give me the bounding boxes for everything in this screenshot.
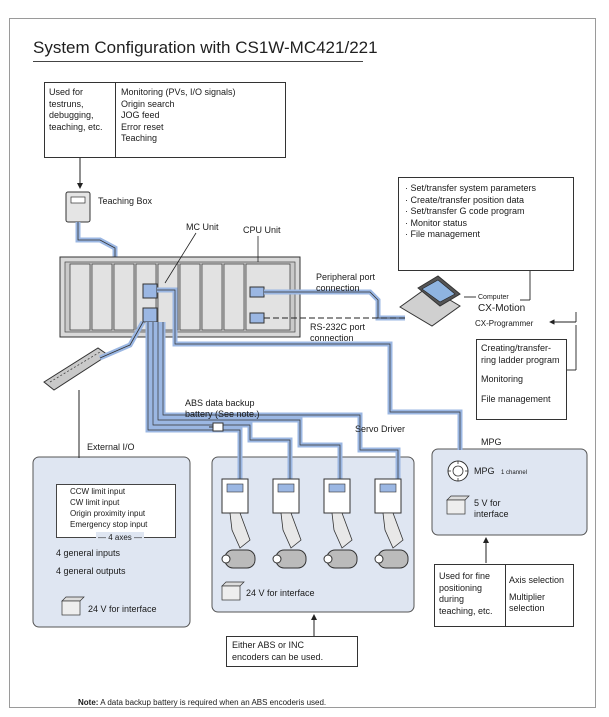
mc-unit-leader [164, 232, 197, 284]
peripheral-port-line: Peripheral port [316, 272, 376, 282]
rs232c-port-line: connection [310, 333, 354, 343]
teaching-function-line: Origin search [121, 98, 175, 109]
teaching-function-line: Error reset [121, 121, 164, 132]
teaching-use-line: debugging, [49, 110, 94, 120]
teaching-function-line: JOG feed [121, 110, 160, 120]
teaching-box-label: Teaching Box [98, 196, 153, 206]
encoder-note-box: Either ABS or INC encoders can be used. [226, 636, 358, 667]
teaching-use-line: testruns, [49, 98, 84, 109]
abs-battery-line: ABS data backup [185, 398, 255, 408]
peripheral-port-label: Peripheral port connection [316, 272, 375, 294]
external-io-connector [43, 347, 109, 391]
cx-programmer-functions-box: Creating/transfer- ring ladder program M… [476, 339, 567, 420]
computer-function-line: File management [405, 229, 567, 241]
mpg-selection-line: Axis selection [509, 575, 565, 585]
peripheral-port-line: connection [316, 283, 360, 293]
mc-unit-port-bottom [142, 307, 158, 323]
mpg-selection-list: Axis selection Multiplier selection [509, 575, 564, 615]
abs-battery-label: ABS data backup battery (See note.) [185, 398, 260, 420]
io-input-list: CCW limit input CW limit input Origin pr… [70, 486, 147, 530]
cx-programmer-function-line: ring ladder program [481, 354, 560, 365]
mpg-use-line: Used for fine [439, 571, 491, 581]
mpg-power-line: interface [474, 509, 509, 519]
io-axes-label: — 4 axes — [96, 532, 145, 543]
servo-driver-panel [211, 456, 415, 613]
teaching-use-line: teaching, etc. [49, 121, 103, 132]
mpg-name: MPG 1 channel [474, 466, 527, 479]
mpg-panel [431, 448, 588, 536]
mpg-uses-box: Used for fine positioning during teachin… [434, 564, 574, 627]
cpu-unit-label: CPU Unit [243, 225, 281, 235]
teaching-use-line: Used for [49, 87, 84, 97]
teaching-box-info: Used for testruns, debugging, teaching, … [44, 82, 286, 158]
computer-function-line: Set/transfer system parameters [405, 183, 567, 195]
footnote-text: A data backup battery is required when a… [98, 698, 327, 707]
cx-programmer-function-line: File management [481, 393, 551, 404]
mpg-dial-icon [447, 460, 469, 482]
servo-driver-label: Servo Driver [355, 424, 406, 434]
teaching-function-line: Teaching [121, 133, 158, 143]
general-outputs-label: 4 general outputs [56, 566, 126, 576]
io-inputs-box [56, 484, 176, 538]
mpg-power-label: 5 V for interface [474, 498, 509, 520]
cx-programmer-function-line: Monitoring [481, 374, 524, 384]
external-io-label: External I/O [87, 442, 135, 452]
cx-motion-label: CX-Motion [478, 303, 526, 314]
teaching-box-device [65, 191, 91, 223]
computer-function-line: Create/transfer position data [405, 195, 567, 207]
computer-functions-box: Set/transfer system parameters Create/tr… [398, 177, 574, 271]
servo-power-supply-icon [221, 581, 245, 601]
mpg-section-label: MPG [481, 437, 502, 447]
mpg-uses-list: Used for fine positioning during teachin… [439, 571, 493, 617]
mpg-power-supply-icon [446, 495, 470, 515]
servo-power-label: 24 V for interface [246, 588, 315, 598]
computer-function-line: Monitor status [405, 218, 567, 230]
encoder-note-line: encoders can be used. [232, 651, 324, 662]
backup-battery [212, 422, 224, 432]
mpg-use-line: positioning [439, 582, 483, 593]
cpu-peripheral-port [249, 286, 265, 298]
page-title: System Configuration with CS1W-MC421/221 [33, 38, 378, 57]
computer-laptop [399, 275, 461, 327]
mpg-name-text: MPG [474, 466, 495, 476]
io-input-item: CCW limit input [70, 487, 126, 496]
teaching-function-line: Monitoring (PVs, I/O signals) [121, 87, 236, 97]
mpg-uses-divider [505, 565, 506, 626]
teaching-uses: Used for testruns, debugging, teaching, … [49, 87, 103, 133]
io-power-supply-icon [61, 596, 85, 616]
servo-drivers [221, 478, 409, 569]
footnote-label: Note: [78, 698, 99, 707]
io-input-item: Origin proximity input [70, 509, 146, 518]
mpg-channel-text: 1 channel [501, 470, 528, 476]
mpg-power-line: 5 V for [474, 498, 501, 508]
mpg-selection-line: selection [509, 603, 545, 613]
footnote: Note: A data backup battery is required … [78, 697, 326, 708]
io-power-label: 24 V for interface [88, 604, 157, 614]
cx-programmer-label: CX-Programmer [475, 319, 534, 328]
mpg-selection-line: Multiplier [509, 591, 546, 602]
title-rule [33, 61, 363, 62]
mpg-use-line: teaching, etc. [439, 605, 493, 616]
io-input-item: Emergency stop input [70, 520, 148, 529]
abs-battery-line: battery (See note.) [185, 409, 260, 419]
rs232c-port-line: RS-232C port [310, 322, 366, 332]
io-axes-text: 4 axes [108, 533, 132, 542]
cpu-rs232c-port [249, 312, 265, 324]
encoder-note-line: Either ABS or INC [232, 640, 305, 650]
mc-unit-port-top [142, 283, 158, 299]
cx-programmer-function-line: Creating/transfer- [481, 343, 552, 353]
teaching-box-screen [70, 196, 86, 204]
mc-unit-label: MC Unit [186, 222, 219, 232]
computer-function-line: Set/transfer G code program [405, 206, 567, 218]
io-input-item: CW limit input [70, 498, 120, 507]
page-frame [9, 18, 596, 708]
mpg-use-line: during [439, 594, 465, 604]
general-inputs-label: 4 general inputs [56, 548, 121, 558]
rs232c-port-label: RS-232C port connection [310, 322, 365, 344]
teaching-functions: Monitoring (PVs, I/O signals) Origin sea… [121, 87, 236, 145]
computer-label: Computer [478, 294, 509, 301]
teaching-divider [115, 83, 116, 157]
